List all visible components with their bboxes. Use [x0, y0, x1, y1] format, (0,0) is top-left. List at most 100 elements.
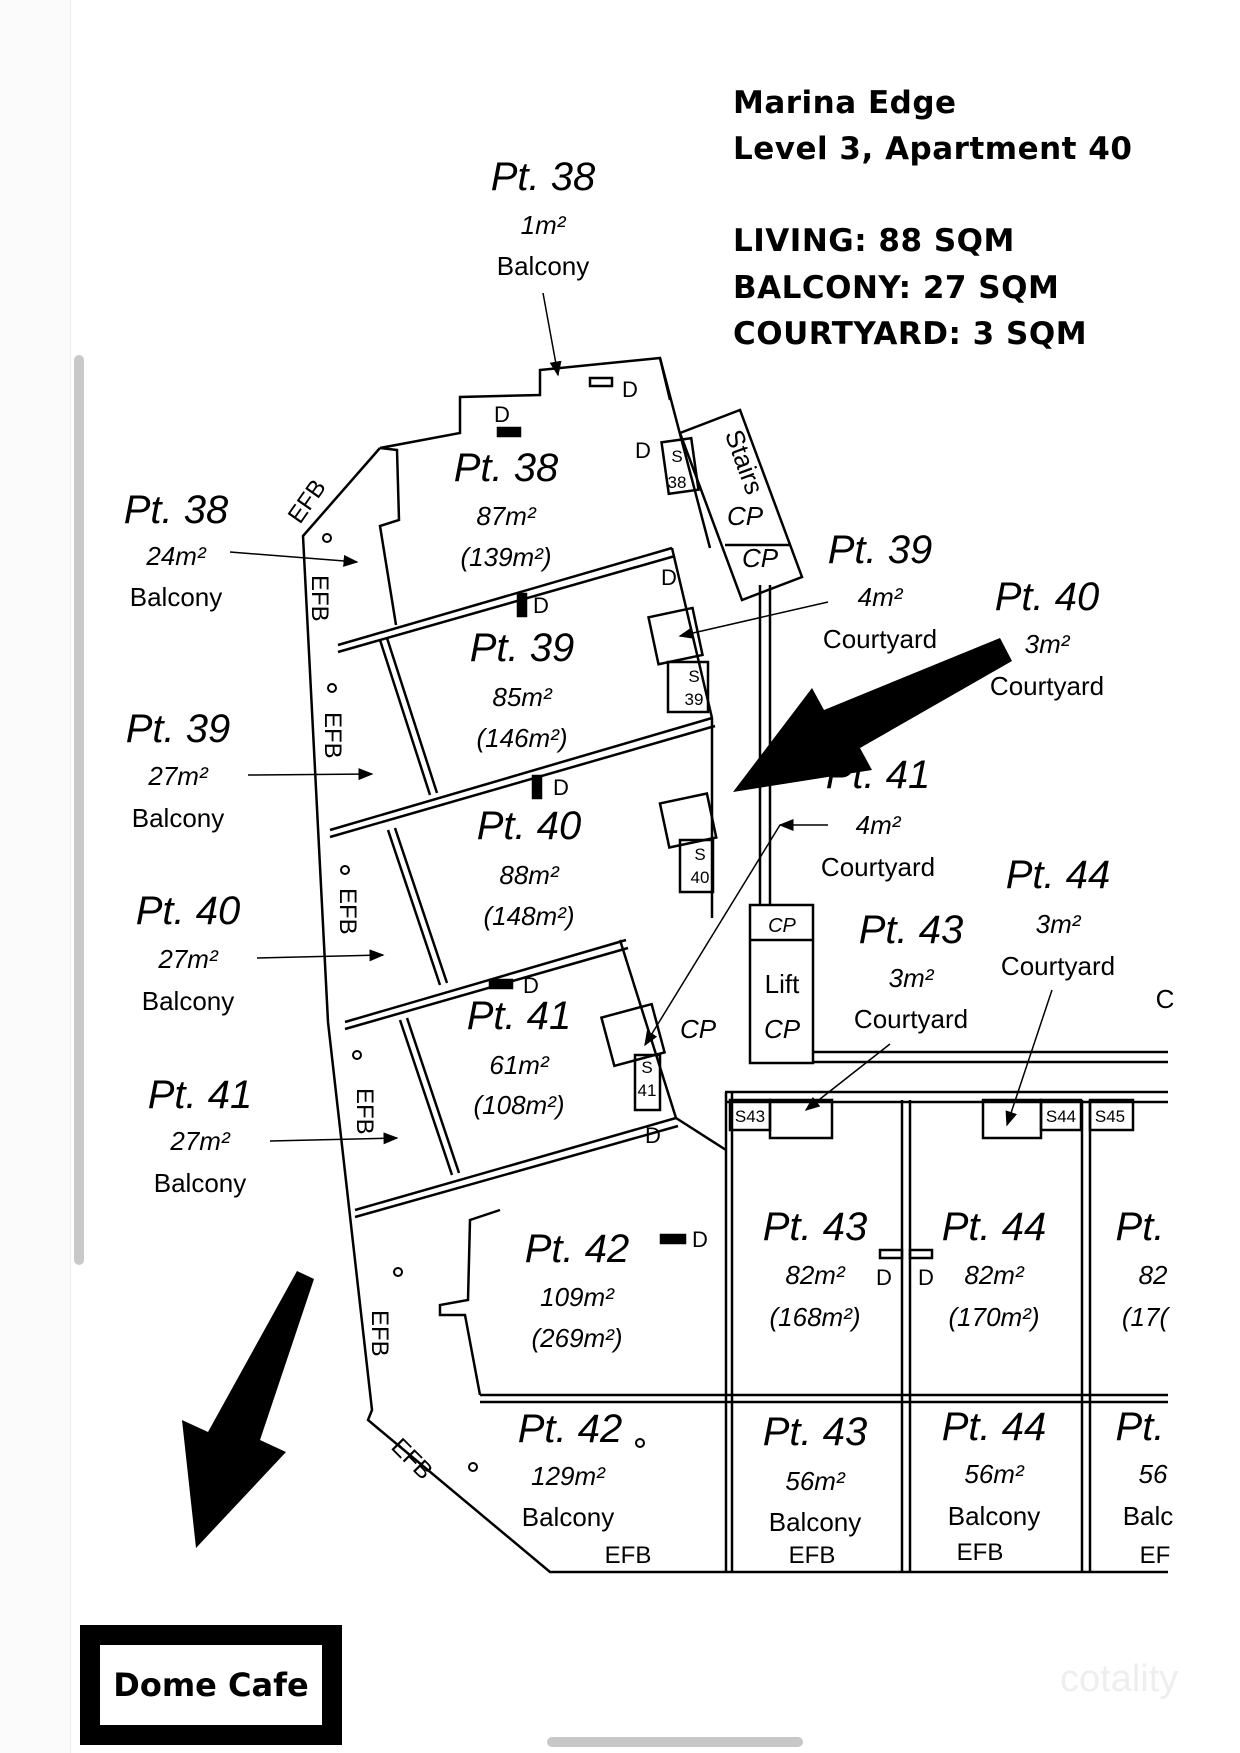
- lift-label: Lift: [765, 969, 800, 999]
- balcony-pt45-use: Balc: [1123, 1501, 1174, 1531]
- cp-label: CP: [768, 915, 796, 937]
- unit-pt42-total: (269m²): [531, 1323, 622, 1353]
- efb-label: EFB: [366, 1310, 393, 1357]
- left-gutter: [0, 0, 84, 1753]
- building-name: Marina Edge: [733, 85, 957, 121]
- door-label: D: [661, 565, 677, 590]
- callout-pt43-courtyard-area: 3m²: [889, 963, 935, 993]
- unit-pt43-total: (168m²): [769, 1302, 860, 1332]
- store-label: S: [641, 1058, 652, 1077]
- balcony-pt43-efb: EFB: [789, 1542, 836, 1569]
- door-label: D: [533, 593, 549, 618]
- callout-pt40-courtyard-lot: Pt. 40: [995, 575, 1100, 619]
- callout-pt41-balcony-area: 27m²: [169, 1126, 231, 1156]
- callout-pt38-top-lot: Pt. 38: [491, 155, 596, 199]
- unit-pt43-lot: Pt. 43: [763, 1205, 868, 1249]
- leader-arrows: [229, 292, 1053, 1145]
- callout-pt41-balcony-use: Balcony: [154, 1168, 247, 1198]
- callout-pt39-courtyard-use: Courtyard: [823, 624, 937, 654]
- callout-pt38-balcony-use: Balcony: [130, 582, 223, 612]
- unit-pt45-lot: Pt.: [1116, 1205, 1165, 1249]
- vertical-scrollbar[interactable]: [74, 355, 84, 1265]
- balcony-pt42-area: 129m²: [531, 1461, 606, 1491]
- unit-pt40-area: 88m²: [499, 860, 560, 890]
- store-s44: S44: [1046, 1107, 1076, 1126]
- callout-pt40-balcony-lot: Pt. 40: [136, 889, 241, 933]
- door-label: D: [494, 402, 510, 427]
- door-label: D: [523, 973, 539, 998]
- cp-label: CP: [742, 543, 779, 573]
- callout-pt38-top-use: Balcony: [497, 251, 590, 281]
- unit-pt41-area: 61m²: [489, 1050, 550, 1080]
- unit-pt41-lot: Pt. 41: [467, 994, 572, 1038]
- direction-arrows: [182, 638, 1012, 1548]
- unit-pt45-total: (17(: [1122, 1302, 1171, 1332]
- unit-pt42-area: 109m²: [540, 1282, 615, 1312]
- cp-label: CP: [727, 501, 764, 531]
- unit-pt44-total: (170m²): [948, 1302, 1039, 1332]
- callout-pt44-courtyard-use: Courtyard: [1001, 951, 1115, 981]
- efb-label: EFB: [351, 1088, 378, 1135]
- store-s43: S43: [735, 1107, 765, 1126]
- watermark: cotality: [1060, 1658, 1179, 1700]
- balcony-pt42-use: Balcony: [522, 1502, 615, 1532]
- balcony-pt44-lot: Pt. 44: [942, 1405, 1047, 1449]
- unit-pt40-total: (148m²): [483, 901, 574, 931]
- balcony-pt42-efb: EFB: [605, 1542, 652, 1569]
- callout-pt44-courtyard-lot: Pt. 44: [1006, 853, 1111, 897]
- door-label: D: [553, 775, 569, 800]
- callout-pt44-courtyard-area: 3m²: [1036, 909, 1082, 939]
- callout-pt41-courtyard-use: Courtyard: [821, 852, 935, 882]
- balcony-pt42-lot: Pt. 42: [518, 1407, 623, 1451]
- unit-pt38-area: 87m²: [476, 501, 537, 531]
- store-label: S: [671, 447, 682, 466]
- door-label: D: [692, 1227, 708, 1252]
- unit-pt38-total: (139m²): [460, 542, 551, 572]
- callout-pt43-courtyard-lot: Pt. 43: [859, 908, 964, 952]
- unit-pt43-area: 82m²: [785, 1260, 846, 1290]
- balcony-pt43-lot: Pt. 43: [763, 1410, 868, 1454]
- unit-pt39-lot: Pt. 39: [470, 626, 575, 670]
- store-s45: S45: [1095, 1107, 1125, 1126]
- balcony-pt45-area: 56: [1139, 1459, 1168, 1489]
- cafe-label: Dome Cafe: [113, 1666, 309, 1704]
- door-label: D: [635, 438, 651, 463]
- balcony-pt45-lot: Pt.: [1116, 1405, 1165, 1449]
- callout-pt43-courtyard-use: Courtyard: [854, 1004, 968, 1034]
- horizontal-scrollbar[interactable]: [547, 1737, 803, 1747]
- callout-pt41-courtyard-lot: Pt. 41: [826, 753, 931, 797]
- store-number: 40: [691, 868, 710, 887]
- unit-pt38-lot: Pt. 38: [454, 446, 559, 490]
- balcony-pt44-use: Balcony: [948, 1501, 1041, 1531]
- callout-pt40-courtyard-area: 3m²: [1025, 629, 1071, 659]
- door-label: D: [645, 1123, 661, 1148]
- store-label: S: [694, 845, 705, 864]
- unit-pt40-lot: Pt. 40: [477, 804, 582, 848]
- callout-pt38-balcony-area: 24m²: [145, 541, 207, 571]
- courtyard-pointer-arrow: [733, 638, 1012, 792]
- efb-label: EFB: [283, 475, 332, 529]
- door-label: D: [876, 1265, 892, 1290]
- unit-title: Level 3, Apartment 40: [733, 131, 1133, 167]
- balcony-pt44-efb: EFB: [957, 1539, 1004, 1566]
- balcony-area: BALCONY: 27 SQM: [733, 270, 1060, 306]
- balcony-pt43-use: Balcony: [769, 1507, 862, 1537]
- efb-label: EFB: [334, 888, 361, 935]
- efb-label: EFB: [319, 712, 346, 759]
- callout-pt40-courtyard-use: Courtyard: [990, 671, 1104, 701]
- door-label: D: [918, 1265, 934, 1290]
- callout-pt39-balcony-use: Balcony: [132, 803, 225, 833]
- callout-pt39-balcony-area: 27m²: [147, 761, 209, 791]
- balcony-pt45-efb: EF: [1140, 1542, 1171, 1569]
- balcony-pt44-area: 56m²: [964, 1459, 1025, 1489]
- callout-pt39-courtyard-area: 4m²: [858, 582, 904, 612]
- unit-pt39-total: (146m²): [476, 723, 567, 753]
- unit-pt39-area: 85m²: [492, 682, 553, 712]
- living-area: LIVING: 88 SQM: [733, 223, 1015, 259]
- door-label: D: [622, 377, 638, 402]
- store-number: 39: [685, 690, 704, 709]
- callout-pt39-balcony-lot: Pt. 39: [126, 707, 231, 751]
- cafe-label-box: Dome Cafe: [80, 1625, 342, 1745]
- callout-pt41-courtyard-area: 4m²: [856, 810, 902, 840]
- callout-pt40-balcony-area: 27m²: [157, 944, 219, 974]
